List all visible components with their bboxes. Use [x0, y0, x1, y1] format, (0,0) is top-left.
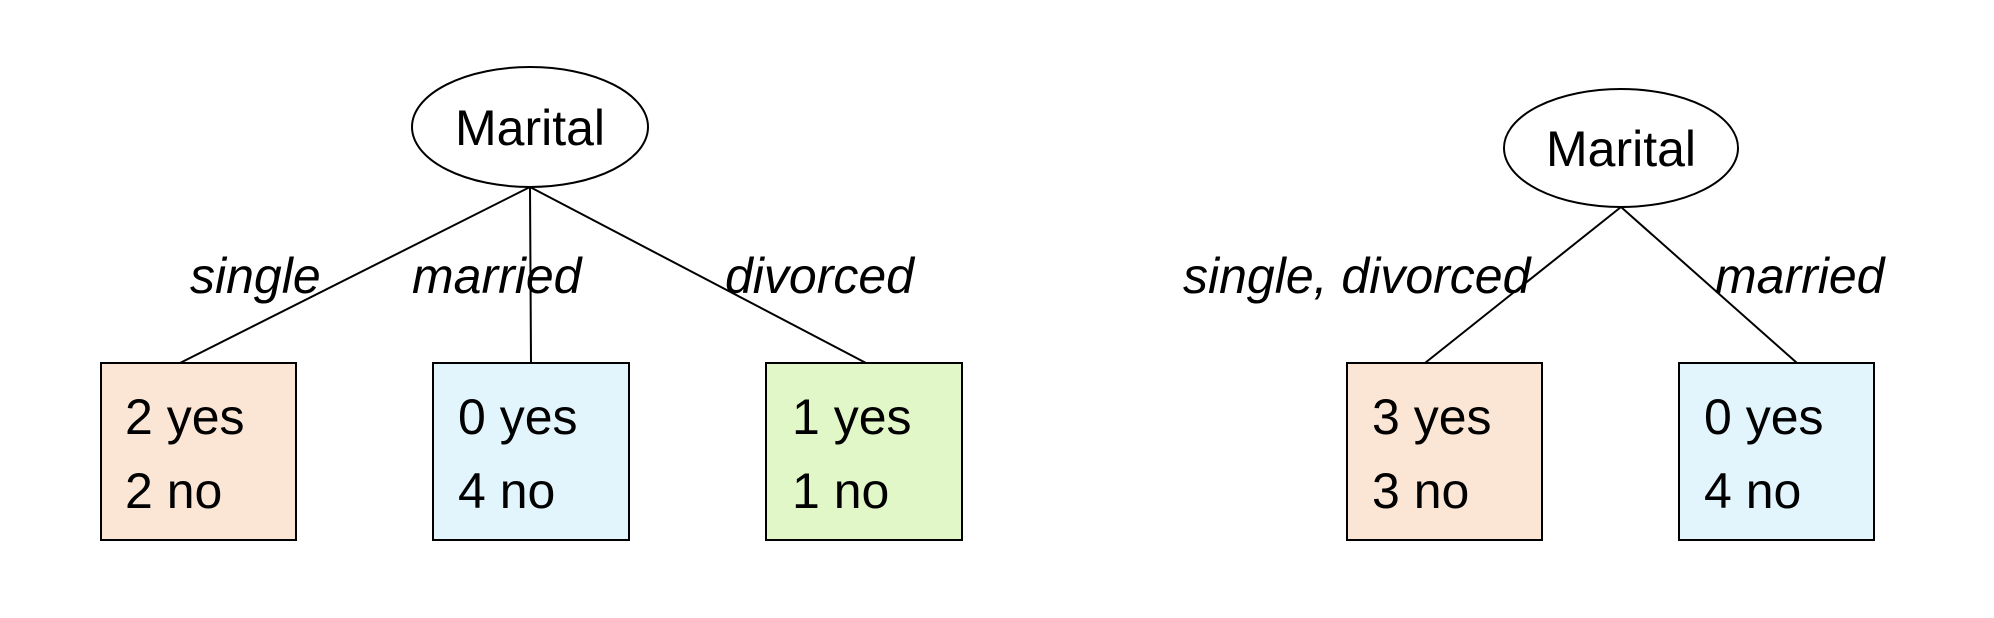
right-root-label: Marital — [1546, 121, 1696, 177]
left-leaf-single-no: 2 no — [125, 463, 222, 519]
tree-left: Marital single married divorced 2 yes 2 … — [100, 66, 963, 541]
left-edge-label-divorced: divorced — [725, 248, 916, 304]
right-edge-married — [1620, 206, 1798, 364]
left-leaf-divorced-yes: 1 yes — [792, 389, 912, 445]
left-leaf-divorced — [765, 362, 963, 541]
right-edge-single-divorced — [1424, 206, 1622, 364]
left-leaf-single — [100, 362, 297, 541]
left-leaf-married-yes: 0 yes — [458, 389, 578, 445]
right-edge-label-single-divorced: single, divorced — [1183, 248, 1533, 304]
right-leaf-married — [1678, 362, 1875, 541]
right-leaf-married-no: 4 no — [1704, 463, 1801, 519]
left-edge-married — [529, 186, 532, 364]
left-root-label: Marital — [455, 100, 605, 156]
right-leaf-single-divorced-yes: 3 yes — [1372, 389, 1492, 445]
left-edge-label-single: single — [190, 248, 321, 304]
right-leaf-married-yes: 0 yes — [1704, 389, 1824, 445]
left-edge-divorced — [529, 186, 867, 364]
right-leaf-single-divorced-no: 3 no — [1372, 463, 1469, 519]
left-leaf-married-no: 4 no — [458, 463, 555, 519]
left-leaf-single-yes: 2 yes — [125, 389, 245, 445]
right-edge-label-married: married — [1715, 248, 1887, 304]
left-root-node — [411, 66, 649, 188]
left-edge-single — [179, 186, 531, 364]
tree-right: Marital single, divorced married 3 yes 3… — [1183, 88, 1887, 541]
left-leaf-divorced-no: 1 no — [792, 463, 889, 519]
right-root-node — [1503, 88, 1739, 208]
right-leaf-single-divorced — [1346, 362, 1543, 541]
left-edge-label-married: married — [412, 248, 584, 304]
left-leaf-married — [432, 362, 630, 541]
